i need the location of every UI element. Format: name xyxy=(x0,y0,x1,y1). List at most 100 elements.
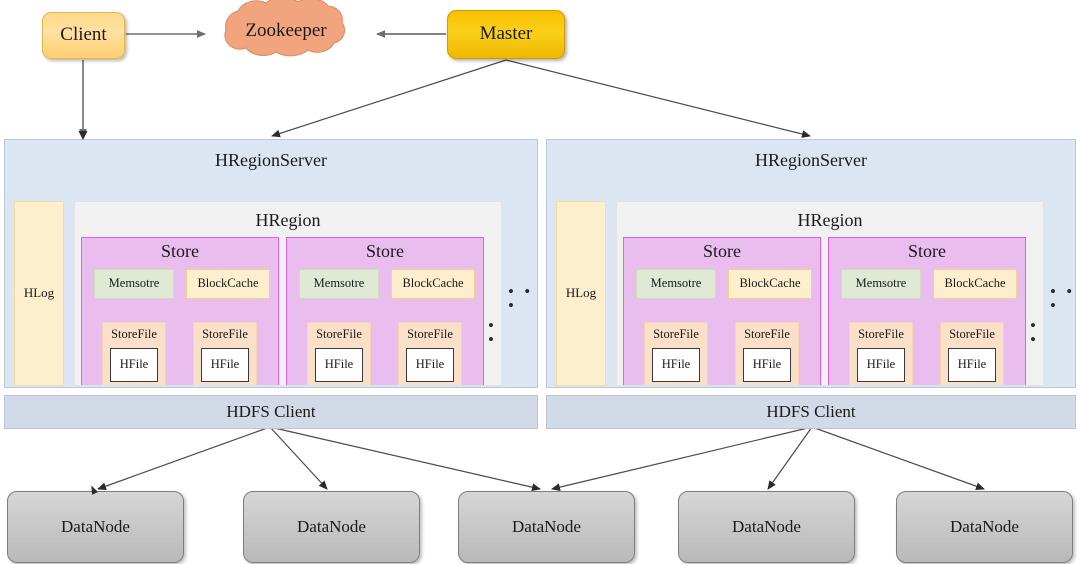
storefile-label: StoreFile xyxy=(744,327,790,341)
hfile-label: HFile xyxy=(752,357,782,372)
blockcache-box[interactable]: BlockCache xyxy=(933,269,1017,299)
hfile-box[interactable]: HFile xyxy=(948,348,996,382)
client-box[interactable]: Client xyxy=(42,12,125,59)
hfile-label: HFile xyxy=(119,357,149,372)
blockcache-box[interactable]: BlockCache xyxy=(728,269,812,299)
hregion-title: HRegion xyxy=(797,210,863,230)
blockcache-label: BlockCache xyxy=(944,276,1006,291)
hfile-box[interactable]: HFile xyxy=(110,348,158,382)
storefile-label: StoreFile xyxy=(316,327,362,341)
storefile-label: StoreFile xyxy=(202,327,248,341)
regionserver-1[interactable]: HRegionServer HLog HRegion Store Memsotr… xyxy=(4,139,538,388)
arrow-hdfs1-to-datanode-2 xyxy=(269,426,328,490)
memstore-label: Memsotre xyxy=(108,276,160,291)
regionserver-2-ellipsis: • • • xyxy=(1050,282,1076,315)
regionserver-1-store-2[interactable]: Store Memsotre BlockCache StoreFile HFil… xyxy=(286,237,484,385)
storefile-label: StoreFile xyxy=(858,327,904,341)
arrow-master-to-regionserver-1 xyxy=(271,59,507,138)
zookeeper-cloud[interactable]: Zookeeper xyxy=(190,0,382,62)
memstore-box[interactable]: Memsotre xyxy=(841,269,921,299)
hregion-ellipsis: • • • xyxy=(1030,316,1043,349)
arrow-hdfs2-to-datanode-4 xyxy=(767,426,813,490)
datanode-label: DataNode xyxy=(297,516,366,536)
hdfs-client-2-label: HDFS Client xyxy=(766,401,856,421)
storefile-label: StoreFile xyxy=(653,327,699,341)
arrow-hdfs1-to-datanode-1 xyxy=(97,426,271,490)
datanode-label: DataNode xyxy=(732,516,801,536)
store-title: Store xyxy=(908,241,946,261)
datanode-label: DataNode xyxy=(512,516,581,536)
storefile-box[interactable]: StoreFile HFile xyxy=(193,322,257,385)
storefile-label: StoreFile xyxy=(111,327,157,341)
blockcache-label: BlockCache xyxy=(739,276,801,291)
regionserver-2-store-2[interactable]: Store Memsotre BlockCache StoreFile HFil… xyxy=(828,237,1026,385)
datanode-label: DataNode xyxy=(950,516,1019,536)
datanode-5[interactable]: DataNode xyxy=(896,491,1073,563)
blockcache-label: BlockCache xyxy=(402,276,464,291)
store-title: Store xyxy=(366,241,404,261)
datanode-2[interactable]: DataNode xyxy=(243,491,420,563)
regionserver-2-title: HRegionServer xyxy=(755,150,867,170)
hdfs-client-1[interactable]: HDFS Client xyxy=(4,395,538,429)
storefile-box[interactable]: StoreFile HFile xyxy=(398,322,462,385)
regionserver-2-store-1[interactable]: Store Memsotre BlockCache StoreFile HFil… xyxy=(623,237,821,385)
store-title: Store xyxy=(161,241,199,261)
regionserver-1-hlog[interactable]: HLog xyxy=(14,201,64,386)
hregion-title: HRegion xyxy=(255,210,321,230)
hfile-box[interactable]: HFile xyxy=(743,348,791,382)
client-label: Client xyxy=(60,24,107,46)
datanode-1[interactable]: DataNode xyxy=(7,491,184,563)
memstore-label: Memsotre xyxy=(650,276,702,291)
cloud-icon xyxy=(224,0,346,57)
regionserver-2[interactable]: HRegionServer HLog HRegion Store Memsotr… xyxy=(546,139,1076,388)
hfile-label: HFile xyxy=(210,357,240,372)
hfile-box[interactable]: HFile xyxy=(857,348,905,382)
datanode-label: DataNode xyxy=(61,516,130,536)
hfile-box[interactable]: HFile xyxy=(315,348,363,382)
hdfs-client-2[interactable]: HDFS Client xyxy=(546,395,1076,429)
datanode-4[interactable]: DataNode xyxy=(678,491,855,563)
blockcache-box[interactable]: BlockCache xyxy=(391,269,475,299)
regionserver-1-title: HRegionServer xyxy=(215,150,327,170)
hlog-label: HLog xyxy=(23,285,55,301)
regionserver-1-ellipsis: • • • xyxy=(508,282,534,315)
blockcache-label: BlockCache xyxy=(197,276,259,291)
hfile-label: HFile xyxy=(415,357,445,372)
memstore-box[interactable]: Memsotre xyxy=(299,269,379,299)
hfile-label: HFile xyxy=(324,357,354,372)
arrow-master-to-regionserver-2 xyxy=(505,59,811,138)
memstore-box[interactable]: Memsotre xyxy=(636,269,716,299)
hregion-ellipsis: • • • xyxy=(488,316,501,349)
storefile-box[interactable]: StoreFile HFile xyxy=(735,322,799,385)
datanode-3[interactable]: DataNode xyxy=(458,491,635,563)
hfile-label: HFile xyxy=(661,357,691,372)
memstore-label: Memsotre xyxy=(313,276,365,291)
master-box[interactable]: Master xyxy=(447,10,565,59)
storefile-box[interactable]: StoreFile HFile xyxy=(644,322,708,385)
zookeeper-label: Zookeeper xyxy=(245,19,327,41)
regionserver-2-hlog[interactable]: HLog xyxy=(556,201,606,386)
blockcache-box[interactable]: BlockCache xyxy=(186,269,270,299)
memstore-box[interactable]: Memsotre xyxy=(94,269,174,299)
hfile-label: HFile xyxy=(957,357,987,372)
hfile-box[interactable]: HFile xyxy=(406,348,454,382)
hdfs-client-1-label: HDFS Client xyxy=(226,401,316,421)
hfile-box[interactable]: HFile xyxy=(652,348,700,382)
storefile-label: StoreFile xyxy=(407,327,453,341)
regionserver-1-hregion[interactable]: HRegion Store Memsotre BlockCache StoreF… xyxy=(74,201,502,386)
storefile-box[interactable]: StoreFile HFile xyxy=(849,322,913,385)
storefile-label: StoreFile xyxy=(949,327,995,341)
storefile-box[interactable]: StoreFile HFile xyxy=(307,322,371,385)
master-label: Master xyxy=(479,23,533,45)
store-title: Store xyxy=(703,241,741,261)
arrow-hdfs1-to-datanode-3 xyxy=(269,426,541,492)
regionserver-2-hregion[interactable]: HRegion Store Memsotre BlockCache StoreF… xyxy=(616,201,1044,386)
storefile-box[interactable]: StoreFile HFile xyxy=(940,322,1004,385)
storefile-box[interactable]: StoreFile HFile xyxy=(102,322,166,385)
hlog-label: HLog xyxy=(565,285,597,301)
memstore-label: Memsotre xyxy=(855,276,907,291)
regionserver-1-store-1[interactable]: Store Memsotre BlockCache StoreFile HFil… xyxy=(81,237,279,385)
arrow-hdfs2-to-datanode-3 xyxy=(551,426,813,491)
hfile-box[interactable]: HFile xyxy=(201,348,249,382)
